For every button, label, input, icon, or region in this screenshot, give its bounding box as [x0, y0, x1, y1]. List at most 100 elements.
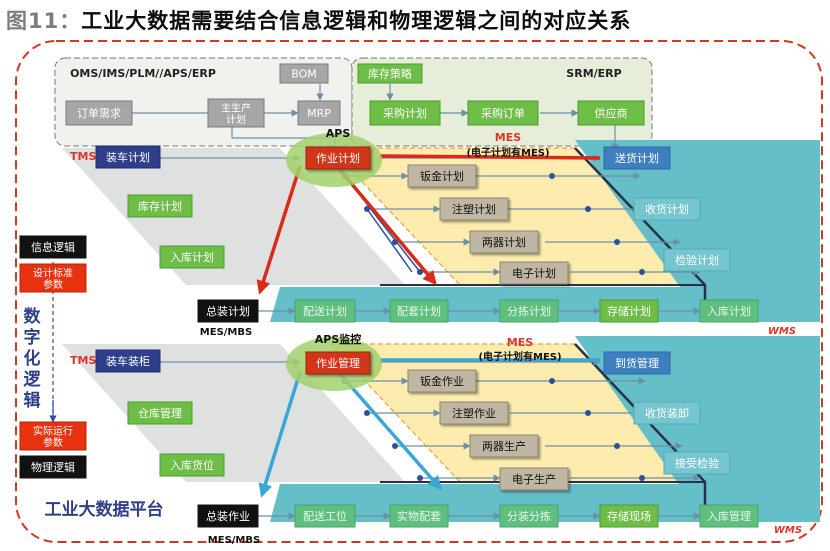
lower-sheet-metal-op: 钣金作业 [420, 374, 464, 388]
order-demand-box [65, 100, 133, 126]
lower-sorting-box [499, 504, 559, 528]
legend-info-logic-box [19, 235, 87, 259]
supplier: 供应商 [595, 106, 628, 120]
svg-text:辑: 辑 [24, 390, 41, 411]
lower-loading-cabinet: 装车装柜 [106, 354, 150, 368]
lower-warehousing-mgmt: 入库管理 [707, 509, 751, 523]
legend-design-params: 设计标准参数 [33, 266, 73, 291]
svg-text:字: 字 [24, 327, 41, 348]
lower-warehouse-mgmt: 仓库管理 [138, 406, 182, 420]
top-left-box-label: OMS/IMS/PLM//APS/ERP [70, 67, 216, 80]
upper-electronic-plan-box [499, 261, 569, 285]
lower-physical-kitting: 实物配套 [397, 509, 441, 523]
legend-design-params-box [19, 263, 87, 293]
upper-mes-mbs: MES/MBS [200, 327, 252, 338]
top-right-box-label: SRM/ERP [566, 67, 621, 80]
platform-label: 工业大数据平台 [45, 499, 164, 520]
upper-mes-note: (电子计划有MES) [466, 146, 549, 159]
legend-info-logic: 信息逻辑 [31, 240, 75, 254]
lower-mes-mbs: MES/MBS [208, 535, 260, 546]
upper-dots [342, 173, 645, 275]
upper-delivery-plan-box [603, 146, 671, 170]
outer-frame [15, 40, 823, 543]
lower-sheet-metal-op-box [407, 369, 477, 393]
figure-title: 图11：工业大数据需要结合信息逻辑和物理逻辑之间的对应关系 [6, 5, 631, 35]
lower-wms-label: WMS [774, 525, 802, 536]
inventory-strategy-box [357, 63, 423, 84]
lower-sorting: 分装分拣 [507, 509, 551, 523]
upper-red-arrows [256, 154, 601, 295]
upper-aps-label: APS [326, 127, 351, 140]
lower-aps-monitor-label: APS监控 [315, 332, 362, 346]
upper-tms-band [62, 148, 405, 285]
upper-distribution-plan: 配送计划 [303, 304, 347, 318]
lower-receiving-unload-box [633, 401, 701, 425]
upper-injection-plan-box [439, 197, 509, 221]
upper-job-plan-box [305, 146, 371, 170]
upper-mes-label: MES [495, 131, 521, 144]
upper-warehousing-plan-box [699, 299, 759, 323]
svg-text:逻: 逻 [24, 370, 42, 390]
legend-actual-params-box [19, 421, 87, 451]
lower-job-mgmt: 作业管理 [316, 356, 360, 370]
lower-mes-label: MES [507, 336, 533, 349]
lower-receiving-unload: 收货装卸 [645, 406, 689, 420]
lower-arrival-mgmt-box [603, 351, 671, 375]
order-demand: 订单需求 [77, 107, 121, 120]
svg-text:数: 数 [24, 306, 42, 327]
bom-box [279, 63, 329, 84]
lower-injection-op-box [439, 401, 509, 425]
upper-loading-plan-box [95, 145, 161, 169]
lower-distribution-station-box [294, 504, 356, 528]
upper-teal-right [575, 140, 820, 322]
lower-blue-arrows [258, 358, 600, 498]
upper-inventory-plan: 库存计划 [138, 199, 182, 213]
supplier-box [577, 100, 645, 126]
upper-inbound-plan: 入库计划 [170, 251, 214, 264]
lower-receiving-inspect-box [663, 451, 731, 475]
inventory-strategy: 库存策略 [368, 67, 412, 81]
upper-assembly-plan-box [197, 299, 259, 323]
lower-warehouse-mgmt-box [127, 401, 193, 425]
upper-sheet-metal-plan-box [407, 164, 477, 188]
purchase-plan-box [369, 100, 441, 126]
upper-receiving-plan: 收货计划 [645, 202, 689, 216]
lower-electronic-prod: 电子生产 [512, 472, 556, 486]
master-plan-box [207, 98, 265, 128]
upper-inbound-plan-box [159, 245, 225, 269]
figure-title-text: 工业大数据需要结合信息逻辑和物理逻辑之间的对应关系 [81, 9, 632, 33]
upper-inspection-plan: 检验计划 [675, 253, 719, 267]
lower-warehousing-mgmt-box [699, 504, 759, 528]
upper-injection-plan: 注塑计划 [452, 202, 496, 216]
lower-loading-cabinet-box [95, 349, 161, 373]
upper-two-devices-plan-box [469, 230, 539, 254]
lower-inbound-location: 入库货位 [170, 458, 214, 472]
upper-sorting-plan-box [499, 299, 559, 323]
upper-storage-plan-box [599, 299, 659, 323]
lower-physical-kitting-box [389, 504, 449, 528]
lower-assembly-op: 总装作业 [206, 509, 250, 523]
upper-inventory-plan-box [127, 194, 193, 218]
upper-kitting-plan: 配套计划 [397, 305, 441, 318]
bom: BOM [291, 68, 317, 81]
lower-storage-site: 存储现场 [607, 509, 651, 523]
upper-job-plan: 作业计划 [316, 152, 360, 165]
upper-sheet-metal-plan: 钣金计划 [420, 169, 464, 183]
lower-mes-note: (电子计划有MES) [478, 350, 561, 363]
purchase-plan: 采购计划 [383, 106, 427, 120]
upper-assembly-plan: 总装计划 [206, 304, 250, 318]
lower-teal-right [575, 336, 820, 522]
upper-tms-label: TMS [70, 150, 96, 163]
mrp-box [297, 100, 341, 126]
figure-number: 图11： [6, 9, 82, 33]
legend-physical-logic-box [19, 455, 87, 479]
lower-two-devices-prod-box [469, 434, 539, 458]
legend-actual-params: 实际运行参数 [33, 424, 73, 449]
upper-distribution-plan-box [294, 299, 356, 323]
upper-loading-plan: 装车计划 [106, 150, 150, 164]
lower-dots [342, 378, 645, 481]
upper-sorting-plan: 分拣计划 [507, 304, 551, 318]
upper-delivery-plan: 送货计划 [615, 151, 659, 165]
